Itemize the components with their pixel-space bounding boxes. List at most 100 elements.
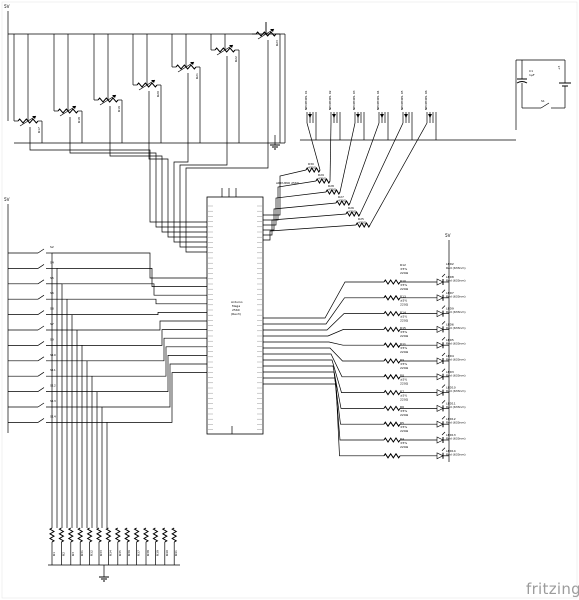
led-signal-wire [263, 377, 384, 441]
led-label: LED6 [446, 322, 454, 326]
neopixel-arrow [428, 114, 432, 118]
pulldown-label: R39 [155, 550, 159, 556]
switch-s12: S12 [8, 355, 207, 528]
pulldown-resistor [96, 527, 102, 543]
led-color: Red (633nm) [446, 310, 466, 314]
led-signal-wire [263, 281, 384, 319]
led-color: Red (633nm) [446, 437, 466, 441]
led-emission-ray [441, 415, 446, 420]
pulldown-r36: R36 [124, 527, 131, 565]
pulldown-label: R36 [127, 550, 131, 556]
led-resistor [383, 310, 401, 317]
power-label-right: +5 [557, 65, 561, 70]
resistor-tolerance: ±5% [400, 314, 407, 318]
resistor-label: R29 [318, 173, 324, 177]
resistor-label: R13 [400, 295, 406, 299]
resistor-label: R28 [328, 184, 334, 188]
switch-label: S8 [50, 307, 54, 311]
resistor-tolerance: ±5% [400, 393, 407, 397]
pulldown-r34: R34 [105, 527, 112, 565]
potentiometer-r17: R17 [13, 34, 207, 223]
led-color: Red (633nm) [446, 452, 466, 456]
switch-label: S7 [50, 322, 54, 326]
switch-lever [37, 371, 45, 377]
potentiometer-arrowhead [151, 80, 155, 83]
neopixel-label: NEOPIXEL 02 [328, 90, 332, 110]
led-emission-ray [441, 400, 446, 404]
pulldown-label: R2 [61, 552, 65, 556]
resistor-label: R6 [400, 405, 404, 409]
pulldown-resistor [86, 527, 93, 543]
led-resistor [383, 452, 401, 459]
pulldown-label: R34 [108, 550, 112, 556]
led-diode-icon [436, 310, 444, 318]
resistor-value: 470Ω [348, 210, 357, 214]
resistor-r27 [335, 200, 351, 206]
power-label-left: 5V [4, 197, 10, 202]
switch-label: S14 [50, 414, 56, 418]
pulldown-label: R32 [90, 550, 94, 556]
pulldown-label: R33 [99, 550, 103, 556]
switch-s1: S1 [536, 99, 565, 109]
neopixel-label: NEOPIXEL 06 [424, 90, 428, 110]
led-emission-ray [441, 321, 446, 325]
switch-label: S2 [50, 245, 54, 249]
switch-s2: S2 [8, 245, 207, 528]
resistor-label: R10 [400, 279, 406, 283]
pulldown-resistor [77, 527, 84, 543]
arduino-label: ARDUINO 2560 [276, 181, 299, 185]
resistor-value: 470Ω [308, 166, 317, 170]
capacitor-name: C1 [529, 69, 533, 73]
led-resistor [383, 373, 401, 380]
led-diode-icon [436, 436, 444, 444]
led-diode-icon [436, 325, 444, 333]
led-emission-ray [441, 289, 446, 294]
potentiometer-arrowhead [190, 62, 194, 65]
led-color: Red (633nm) [446, 294, 466, 298]
led-color: Red (633nm) [446, 326, 466, 330]
led-label: LED5 [446, 338, 454, 342]
neopixel-data-wire [329, 122, 332, 182]
neopixel-arrow [356, 114, 360, 118]
resistor-label: R26 [348, 206, 354, 210]
switch-s7: S7 [8, 320, 207, 528]
resistor-label: R15 [400, 326, 406, 330]
power-label-leds: 5V [445, 233, 451, 238]
led-label: LED7 [446, 291, 454, 295]
switch-label: S5 [50, 276, 54, 280]
potentiometer-arrowhead [229, 45, 233, 48]
resistor-label: R7 [400, 389, 404, 393]
resistor-tolerance: ±5% [400, 425, 407, 429]
led-diode-icon [436, 389, 444, 397]
led-diode-icon [436, 452, 444, 460]
resistor-value: 220Ω [400, 287, 409, 291]
pulldown-label: R35 [118, 550, 122, 556]
led-emission-ray [441, 447, 446, 452]
resistor-value: 470Ω [328, 188, 337, 192]
pulldown-r33: R33 [96, 527, 103, 565]
potentiometer-label: R19 [117, 106, 121, 112]
pot-signal-wire [173, 73, 207, 243]
resistor-value: 220Ω [400, 366, 409, 370]
neopixel-data-wire [359, 122, 404, 215]
led-signal-wire [263, 297, 384, 325]
pulldown-r2: R2 [58, 527, 65, 565]
pulldown-r39: R39 [152, 527, 159, 565]
switch-lever [37, 248, 45, 254]
switch-signal-wire [72, 312, 207, 315]
pulldown-label: R40 [165, 550, 169, 556]
neopixel-data-wire [306, 122, 321, 171]
switch-signal-wire [107, 372, 207, 423]
resistor-tolerance: ±5% [400, 330, 407, 334]
led-resistor [383, 389, 401, 396]
led-label: LED14 [446, 449, 456, 453]
switch-signal-wire [62, 283, 207, 296]
